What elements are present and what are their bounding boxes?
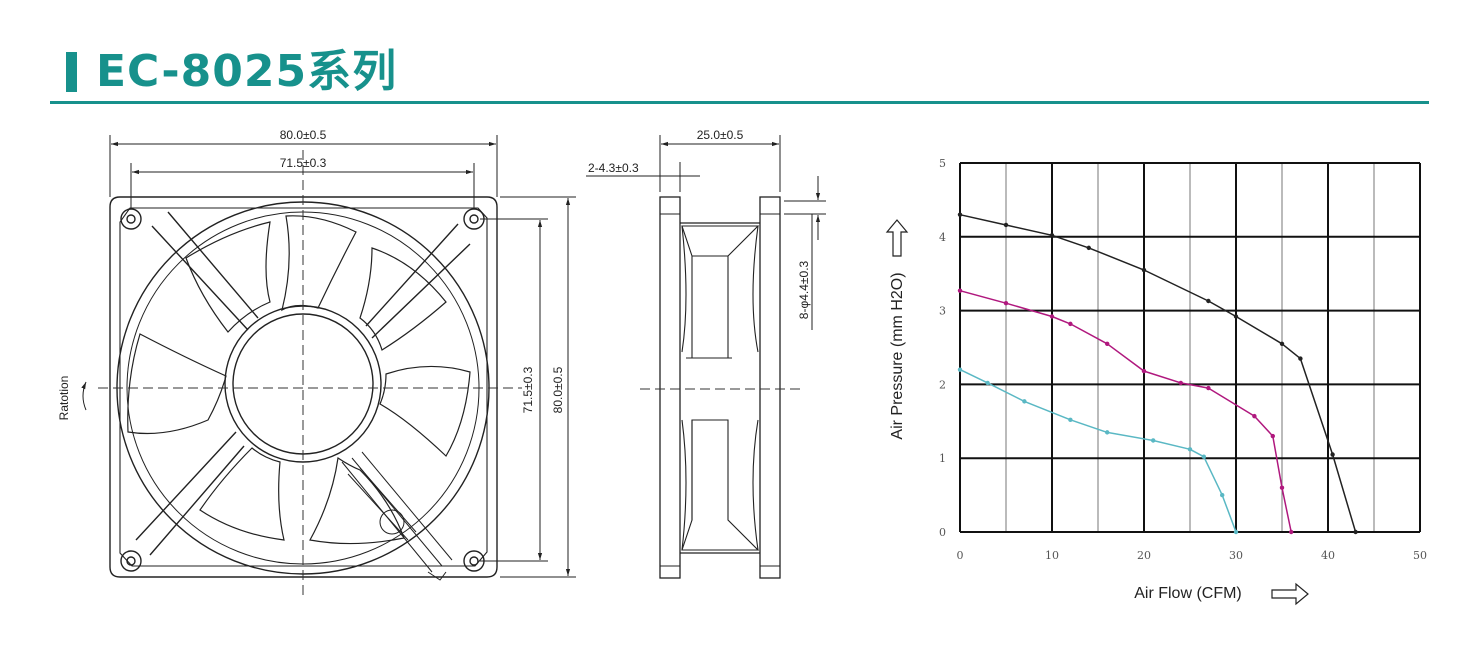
title-divider bbox=[50, 101, 1429, 104]
series-point bbox=[1086, 245, 1092, 251]
series-point bbox=[1003, 301, 1009, 306]
series-point bbox=[1141, 267, 1147, 273]
chart-xlabel: Air Flow (CFM) bbox=[1134, 585, 1242, 602]
series-point bbox=[1233, 529, 1239, 535]
series-point bbox=[1201, 454, 1207, 459]
x-tick-label: 50 bbox=[1413, 549, 1427, 562]
series-point bbox=[1330, 452, 1335, 457]
series-point bbox=[1049, 314, 1055, 319]
x-tick-label: 40 bbox=[1321, 549, 1335, 562]
series-point bbox=[1206, 298, 1211, 304]
y-tick-label: 2 bbox=[939, 378, 946, 391]
series-point bbox=[1068, 417, 1073, 423]
y-tick-label: 0 bbox=[939, 526, 946, 539]
side-holes bbox=[660, 213, 780, 567]
series-point bbox=[1022, 399, 1027, 404]
dim-holes: 8-φ4.4±0.3 bbox=[797, 260, 811, 319]
series-point bbox=[1068, 321, 1073, 327]
dim-flange: 2-4.3±0.3 bbox=[588, 161, 639, 175]
y-tick-label: 4 bbox=[939, 231, 946, 244]
series-point bbox=[1298, 356, 1303, 361]
y-tick-label: 1 bbox=[939, 452, 946, 465]
series-point bbox=[1279, 485, 1285, 490]
series-point bbox=[1105, 430, 1110, 435]
series-point bbox=[1049, 233, 1055, 238]
wire-channel bbox=[341, 451, 453, 581]
series-point bbox=[1003, 222, 1009, 228]
x-tick-label: 30 bbox=[1229, 549, 1243, 562]
y-tick-label: 3 bbox=[939, 305, 946, 318]
fan-frame-inner bbox=[119, 207, 488, 567]
x-tick-label: 0 bbox=[957, 549, 964, 562]
series-point bbox=[1151, 438, 1156, 443]
side-flange-right bbox=[759, 196, 781, 579]
series-line-1 bbox=[959, 213, 1357, 533]
fan-strut bbox=[151, 211, 259, 331]
series-point bbox=[1279, 341, 1285, 347]
series-line-3 bbox=[959, 368, 1237, 533]
chart-series bbox=[957, 212, 1358, 535]
series-point bbox=[1252, 413, 1257, 419]
side-dimensions bbox=[586, 135, 826, 330]
dim-depth: 25.0±0.5 bbox=[697, 128, 744, 142]
dim-height-holes: 71.5±0.3 bbox=[521, 366, 535, 413]
front-centerlines bbox=[98, 150, 522, 600]
dim-width-outer: 80.0±0.5 bbox=[280, 128, 327, 142]
series-point bbox=[1141, 368, 1147, 374]
series-point bbox=[957, 288, 963, 293]
chart-grid bbox=[959, 162, 1421, 533]
series-point bbox=[1233, 314, 1239, 319]
series-point bbox=[1206, 385, 1211, 391]
mounting-holes bbox=[120, 208, 485, 572]
fan-side-view bbox=[659, 196, 781, 579]
front-dimensions bbox=[81, 135, 576, 578]
chart-ylabel: Air Pressure (mm H2O) bbox=[889, 272, 906, 439]
series-point bbox=[1178, 380, 1184, 386]
rotation-label: Ratotion bbox=[57, 376, 71, 421]
yaxis-arrow-icon bbox=[885, 219, 909, 257]
xaxis-arrow-icon bbox=[1271, 582, 1309, 606]
series-point bbox=[1353, 529, 1358, 535]
series-line-2 bbox=[959, 289, 1292, 533]
series-point bbox=[985, 380, 990, 386]
page-title: EC-8025系列 bbox=[96, 46, 398, 97]
side-flange-left bbox=[659, 196, 681, 579]
series-point bbox=[1187, 447, 1193, 452]
dim-height-outer: 80.0±0.5 bbox=[551, 366, 565, 413]
x-tick-label: 10 bbox=[1045, 549, 1059, 562]
side-blade-profile bbox=[681, 225, 760, 551]
series-point bbox=[1220, 492, 1225, 498]
chart-ticks: 0 10 20 30 40 50 0 1 2 3 4 5 bbox=[939, 157, 1427, 562]
series-point bbox=[1270, 433, 1276, 439]
series-point bbox=[1289, 529, 1294, 535]
fan-blades bbox=[127, 215, 471, 545]
x-tick-label: 20 bbox=[1137, 549, 1151, 562]
series-point bbox=[957, 367, 963, 372]
series-point bbox=[957, 212, 963, 217]
dim-width-holes: 71.5±0.3 bbox=[280, 156, 327, 170]
title-accent-bar bbox=[66, 52, 77, 92]
series-point bbox=[1105, 341, 1110, 347]
pq-curve-chart: 0 10 20 30 40 50 0 1 2 3 4 5 bbox=[939, 157, 1427, 562]
fan-front-view bbox=[109, 196, 498, 581]
fan-frame-outline bbox=[109, 196, 498, 578]
y-tick-label: 5 bbox=[939, 157, 946, 170]
